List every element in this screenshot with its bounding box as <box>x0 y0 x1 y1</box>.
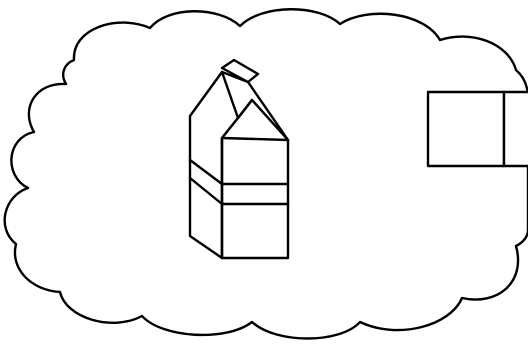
partial-box-right <box>428 92 528 166</box>
box-right-panel <box>504 92 528 166</box>
box-left-panel <box>428 92 504 166</box>
